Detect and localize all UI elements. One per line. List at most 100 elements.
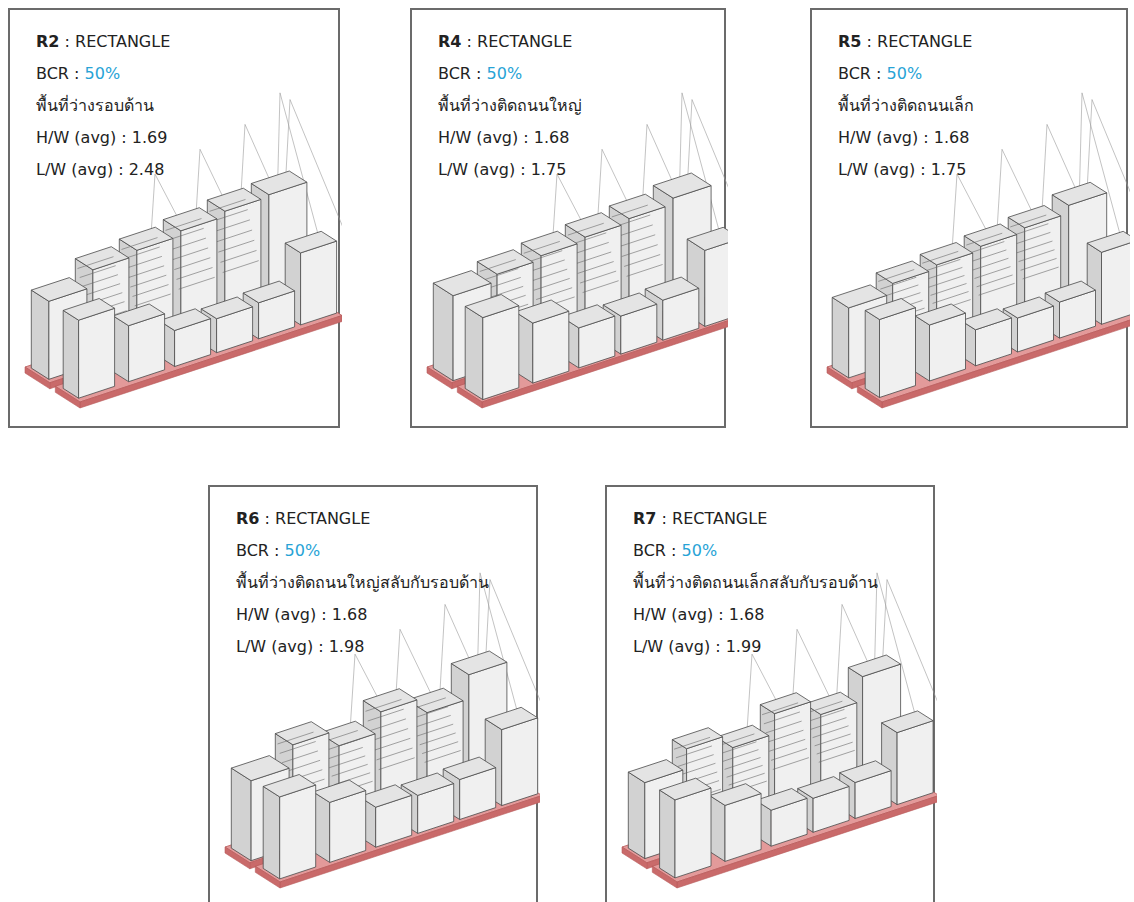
lw-ratio: L/W (avg) : 1.75: [438, 160, 566, 179]
building-block: [465, 295, 519, 318]
site-plot: [882, 316, 1130, 409]
envelope-line: [1014, 232, 1050, 244]
envelope-line: [612, 205, 648, 217]
scheme-code: R2: [36, 32, 59, 51]
envelope-line: [329, 756, 365, 768]
scenario-panel: R7 : RECTANGLEBCR : 50%พื้นที่ว่างติดถนน…: [605, 485, 935, 902]
open-space-type: พื้นที่ว่างรอบด้าน: [36, 96, 154, 115]
building-block: [880, 308, 916, 398]
scenario-panel: R4 : RECTANGLEBCR : 50% พื้นที่ว่างติดถนน…: [410, 8, 726, 428]
text-line: BCR : 50%: [236, 535, 489, 567]
envelope-line: [762, 703, 798, 715]
open-space-type: พื้นที่ว่างติดถนนใหญ่: [438, 96, 582, 115]
text-line: BCR : 50%: [838, 58, 974, 90]
building-block: [521, 231, 577, 256]
text-line: BCR : 50%: [438, 58, 582, 90]
envelope-line: [817, 742, 853, 754]
envelope-line: [324, 739, 360, 751]
envelope-line: [622, 245, 658, 257]
envelope-line: [370, 719, 406, 731]
envelope-line: [1019, 250, 1055, 262]
building-block: [660, 790, 675, 878]
building-block: [915, 316, 929, 381]
building-block: [716, 725, 769, 747]
envelope-line: [1021, 258, 1057, 270]
building-block: [628, 760, 683, 783]
building-block: [31, 278, 87, 302]
text-line: H/W (avg) : 1.69: [36, 122, 170, 154]
text-line: พื้นที่ว่างติดถนนเล็กสลับกับรอบด้าน: [633, 567, 878, 599]
building-block: [63, 299, 114, 321]
envelope-line: [972, 258, 1008, 270]
building-block: [75, 247, 129, 270]
text-line: R5 : RECTANGLE: [838, 26, 974, 58]
envelope-line: [808, 709, 844, 721]
envelope-line: [975, 267, 1011, 279]
building-block: [645, 277, 699, 300]
building-block: [433, 283, 453, 381]
envelope-line: [280, 742, 316, 754]
building-block: [401, 773, 454, 795]
envelope-line: [128, 266, 164, 278]
envelope-line: [583, 281, 619, 293]
shape-type: : RECTANGLE: [265, 509, 371, 528]
building-block: [79, 308, 115, 398]
building-block: [263, 775, 316, 797]
building-block: [628, 772, 645, 859]
envelope-line: [773, 758, 809, 770]
envelope-line: [979, 283, 1015, 295]
building-block: [1052, 182, 1107, 205]
envelope-line: [170, 238, 206, 250]
envelope-line: [534, 278, 570, 290]
building-block: [710, 784, 761, 806]
envelope-line: [482, 269, 518, 281]
building-block: [865, 310, 879, 397]
building-block: [804, 692, 857, 714]
text-line: BCR : 50%: [633, 535, 878, 567]
building-block: [502, 718, 538, 806]
envelope-line: [1012, 224, 1048, 236]
panel-text: R2 : RECTANGLEBCR : 50%พื้นที่ว่างรอบด้า…: [36, 26, 170, 186]
envelope-line: [420, 733, 456, 745]
envelope-line: [415, 715, 451, 727]
building-block: [263, 786, 280, 879]
building-block: [63, 310, 78, 398]
envelope-line: [624, 255, 660, 267]
text-line: พื้นที่ว่างติดถนนใหญ่: [438, 90, 582, 122]
building-block: [609, 194, 665, 218]
building-block: [275, 722, 329, 745]
envelope-line: [619, 235, 655, 247]
hw-ratio: H/W (avg) : 1.68: [633, 605, 764, 624]
envelope-line: [536, 288, 572, 300]
open-space-type: พื้นที่ว่างติดถนนเล็ก: [838, 96, 974, 115]
building-block: [201, 297, 252, 319]
envelope-line: [815, 734, 851, 746]
envelope-line: [366, 699, 402, 711]
envelope-line: [617, 225, 653, 237]
building-block: [483, 306, 519, 400]
building-block: [231, 756, 289, 781]
building-block: [433, 271, 491, 296]
text-line: พื้นที่ว่างรอบด้าน: [36, 90, 170, 122]
text-line: R4 : RECTANGLE: [438, 26, 582, 58]
lw-ratio: L/W (avg) : 2.48: [36, 160, 164, 179]
envelope-line: [573, 242, 609, 254]
building-block: [756, 789, 807, 811]
building-block: [113, 304, 164, 326]
building-block: [961, 309, 1011, 330]
building-block: [330, 791, 366, 863]
building-block: [705, 239, 728, 327]
text-line: R6 : RECTANGLE: [236, 503, 489, 535]
envelope-line: [78, 257, 114, 269]
building-block: [964, 224, 1017, 246]
site-plot: [677, 796, 937, 889]
building-block: [672, 728, 722, 749]
text-line: H/W (avg) : 1.68: [633, 599, 878, 631]
scenario-panel: R2 : RECTANGLEBCR : 50%พื้นที่ว่างรอบด้า…: [8, 8, 340, 428]
envelope-line: [133, 285, 169, 297]
envelope-line: [674, 737, 710, 749]
envelope-line: [931, 283, 967, 295]
envelope-line: [933, 292, 969, 304]
text-line: H/W (avg) : 1.68: [438, 122, 582, 154]
envelope-line: [766, 721, 802, 733]
